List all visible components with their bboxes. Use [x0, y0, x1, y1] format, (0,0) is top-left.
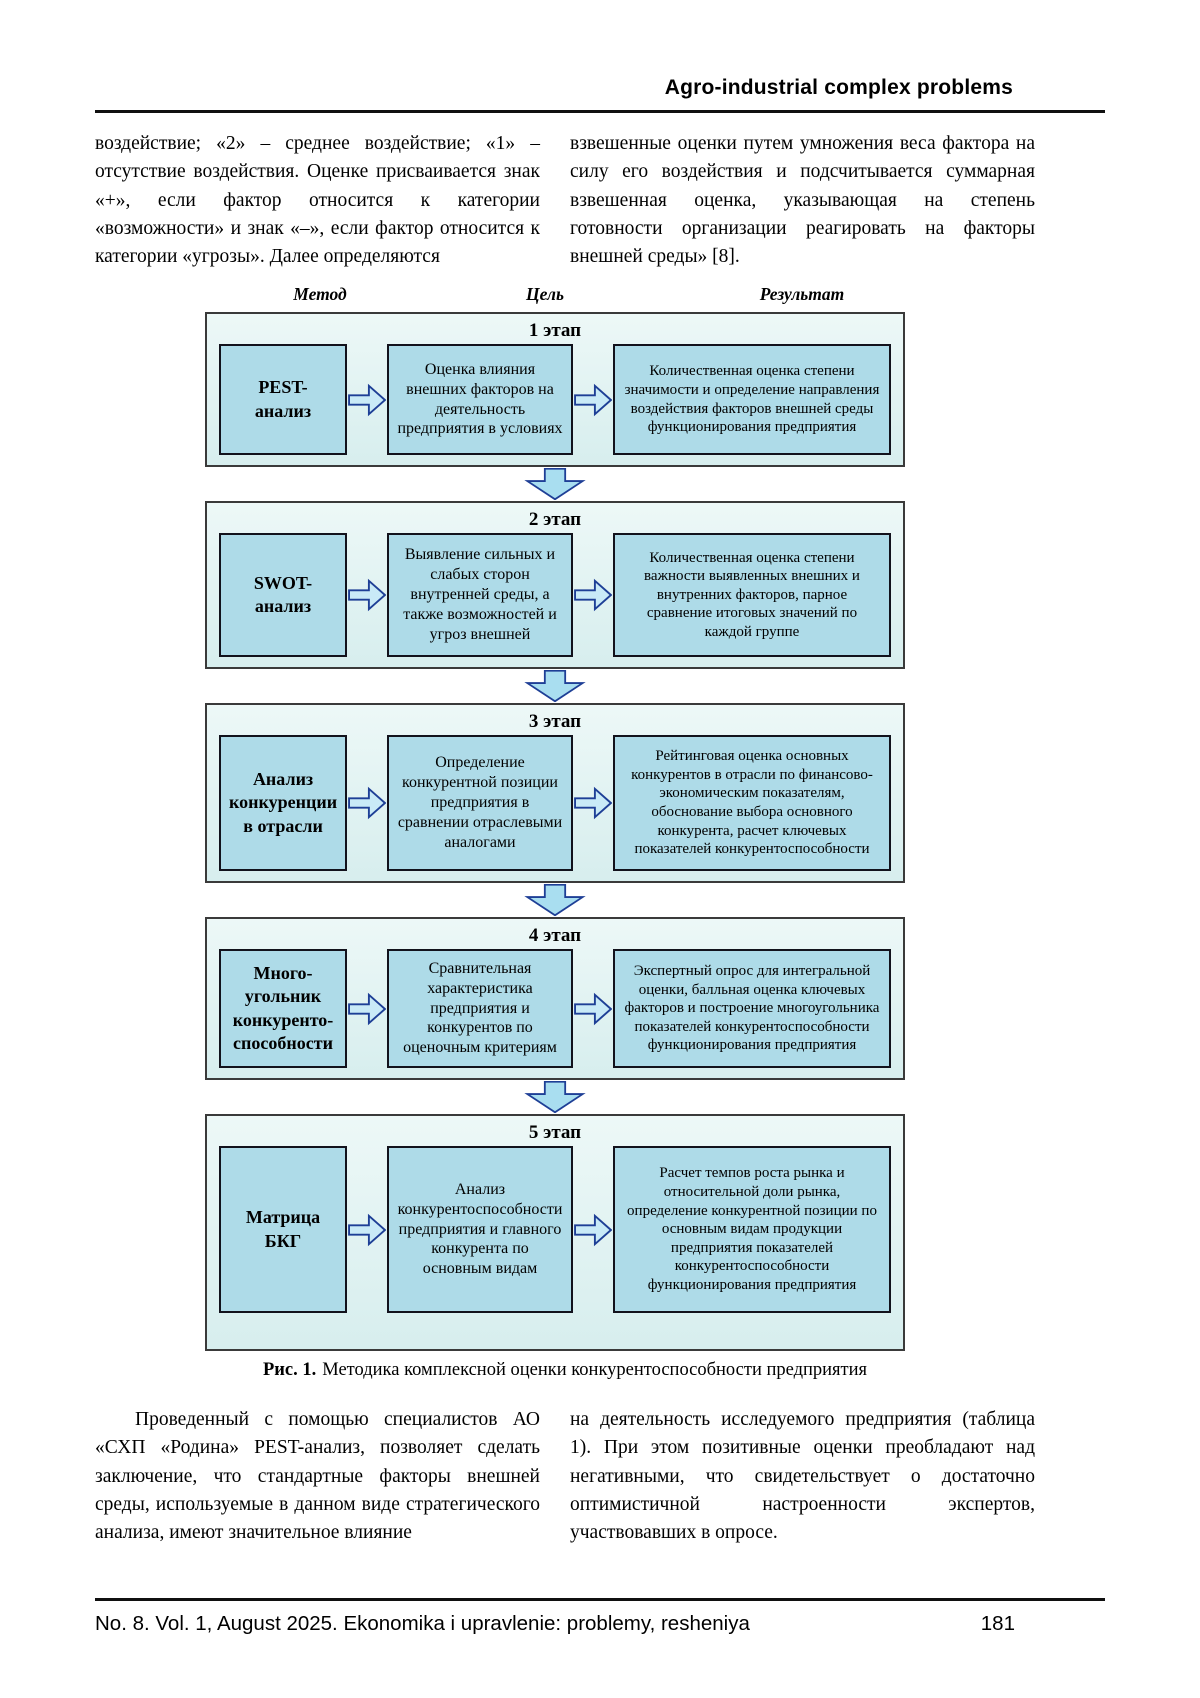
goal-box: Выявление сильных и слабых сторон внутре…	[387, 533, 573, 657]
column-header-method: Метод	[293, 284, 347, 304]
result-box: Рейтинговая оценка основных конкурентов …	[613, 735, 891, 871]
column-header-goal: Цель	[526, 284, 564, 304]
stage-row: Много- угольник конкуренто- способности …	[217, 949, 893, 1068]
intro-paragraph-left: воздействие; «2» – среднее воздействие; …	[95, 133, 540, 268]
body-paragraph-right: на деятельность исследуемого предприятия…	[570, 1409, 1035, 1544]
goal-box: Оценка влияния внешних факторов на деяте…	[387, 344, 573, 455]
right-arrow-icon	[573, 533, 613, 657]
method-box: SWOT- анализ	[219, 533, 347, 657]
down-arrow-icon	[205, 883, 905, 917]
figure-caption-text: Методика комплексной оценки конкурентосп…	[322, 1360, 868, 1380]
stage-panel-1: 1 этап PEST- анализ Оценка влияния внешн…	[205, 312, 905, 467]
right-arrow-icon	[347, 949, 387, 1068]
right-arrow-icon	[573, 735, 613, 871]
method-box: Много- угольник конкуренто- способности	[219, 949, 347, 1068]
right-arrow-icon	[347, 344, 387, 455]
goal-box: Определение конкурентной позиции предпри…	[387, 735, 573, 871]
running-head: Agro-industrial complex problems	[664, 76, 1013, 99]
intro-text-block: воздействие; «2» – среднее воздействие; …	[95, 130, 1035, 271]
header-divider	[95, 110, 1105, 113]
figure-caption-label: Рис. 1.	[262, 1360, 317, 1380]
figure-caption: Рис. 1.Методика комплексной оценки конку…	[95, 1360, 1035, 1381]
right-arrow-icon	[573, 1146, 613, 1313]
body-text-block: Проведенный с помощью специалистов АО «С…	[95, 1406, 1035, 1547]
stage-row: Анализ конкуренции в отрасли Определение…	[217, 735, 893, 871]
stage-title: 4 этап	[528, 925, 582, 946]
goal-box: Сравнительная характеристика предприятия…	[387, 949, 573, 1068]
down-arrow-icon	[205, 467, 905, 501]
method-box: Матрица БКГ	[219, 1146, 347, 1313]
stage-title: 3 этап	[528, 711, 582, 732]
stage-row: SWOT- анализ Выявление сильных и слабых …	[217, 533, 893, 657]
result-box: Расчет темпов роста рынка и относительно…	[613, 1146, 891, 1313]
stage-title: 2 этап	[528, 509, 582, 530]
method-box: Анализ конкуренции в отрасли	[219, 735, 348, 871]
page-footer: No. 8. Vol. 1, August 2025. Ekonomika i …	[95, 1612, 1015, 1636]
journal-reference: No. 8. Vol. 1, August 2025. Ekonomika i …	[95, 1612, 750, 1635]
figure-flowchart: Метод Цель Результат 1 этап PEST- анализ…	[205, 284, 905, 1351]
result-box: Экспертный опрос для интегральной оценки…	[613, 949, 891, 1068]
stage-panel-3: 3 этап Анализ конкуренции в отрасли Опре…	[205, 703, 905, 883]
stage-row: Матрица БКГ Анализ конкурентоспособности…	[217, 1146, 893, 1313]
right-arrow-icon	[573, 949, 613, 1068]
stage-row: PEST- анализ Оценка влияния внешних факт…	[217, 344, 893, 455]
result-box: Количественная оценка степени значимости…	[613, 344, 891, 455]
intro-paragraph-right: взвешенные оценки путем умножения веса ф…	[570, 133, 1035, 268]
figure-column-headers: Метод Цель Результат	[205, 284, 905, 312]
stage-panel-4: 4 этап Много- угольник конкуренто- спосо…	[205, 917, 905, 1080]
page-number: 181	[980, 1612, 1015, 1635]
right-arrow-icon	[573, 344, 613, 455]
stage-panel-2: 2 этап SWOT- анализ Выявление сильных и …	[205, 501, 905, 669]
right-arrow-icon	[347, 735, 387, 871]
goal-box: Анализ конкурентоспособности предприятия…	[387, 1146, 573, 1313]
column-header-result: Результат	[759, 284, 845, 304]
down-arrow-icon	[205, 669, 905, 703]
body-paragraph-left: Проведенный с помощью специалистов АО «С…	[95, 1409, 540, 1544]
stage-panel-5: 5 этап Матрица БКГ Анализ конкурентоспос…	[205, 1114, 905, 1351]
right-arrow-icon	[347, 533, 387, 657]
method-box: PEST- анализ	[219, 344, 347, 455]
stage-title: 5 этап	[528, 1122, 582, 1143]
down-arrow-icon	[205, 1080, 905, 1114]
footer-divider	[95, 1598, 1105, 1601]
right-arrow-icon	[347, 1146, 387, 1313]
result-box: Количественная оценка степени важности в…	[613, 533, 891, 657]
stage-title: 1 этап	[528, 320, 582, 341]
